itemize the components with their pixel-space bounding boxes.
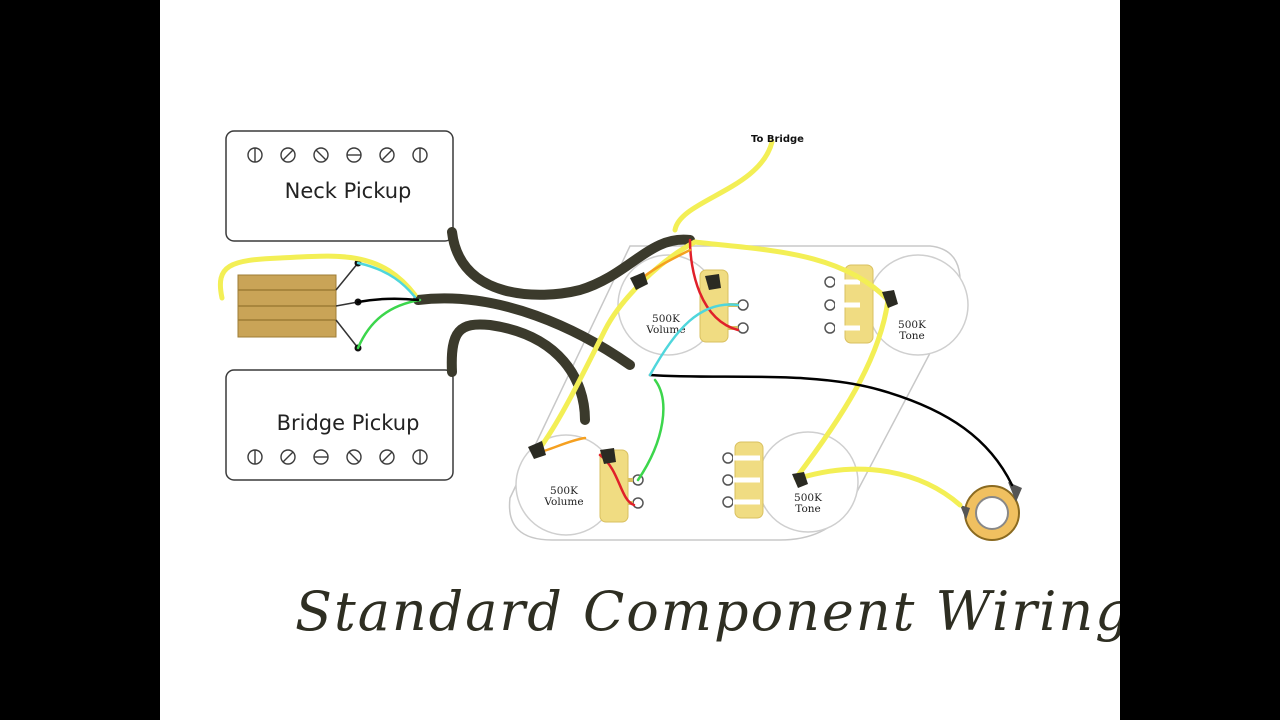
switch-ground-loop-wire (218, 253, 418, 301)
solder-joints (528, 272, 898, 488)
tone-ground-wire (793, 297, 891, 481)
bridge-tone-capacitor (722, 441, 764, 519)
wiring-diagram: 500K Volume 500K Tone 500K Volume 500K T… (218, 130, 1120, 643)
bridge-tone-value: 500K (794, 492, 822, 504)
switch-output-cable (413, 293, 635, 370)
bridge-pickup: Bridge Pickup (225, 369, 454, 481)
neck-tone-value: 500K (898, 319, 926, 331)
yellow-wires (218, 139, 963, 508)
diagram-title: Standard Component Wiring (295, 580, 1120, 643)
output-jack (960, 482, 1022, 541)
black-switch-wire (356, 297, 420, 304)
bridge-tone-pot (757, 431, 859, 533)
output-hot-wire (797, 466, 963, 508)
bridge-pickup-screws (247, 449, 428, 465)
to-bridge-ground-wire (672, 139, 775, 233)
green-wire (356, 298, 665, 482)
neck-tone-type: Tone (899, 330, 925, 342)
neck-pickup: Neck Pickup (225, 130, 454, 242)
braided-cables (413, 227, 695, 425)
bridge-volume-capacitor (599, 449, 644, 523)
bridge-volume-value: 500K (550, 485, 578, 497)
bridge-pickup-label: Bridge Pickup (277, 411, 420, 435)
bridge-volume-type: Volume (543, 496, 583, 508)
to-bridge-label: To Bridge (751, 134, 804, 145)
cavity-ground-wire-2 (692, 239, 891, 303)
cyan-wire (356, 261, 740, 377)
neck-volume-type: Volume (645, 324, 685, 336)
bridge-tone-type: Tone (795, 503, 821, 515)
control-cavity-outline (508, 245, 961, 541)
bridge-pickup-cable (446, 319, 590, 425)
neck-volume-value: 500K (652, 313, 680, 325)
diagram-canvas: 500K Volume 500K Tone 500K Volume 500K T… (160, 0, 1120, 720)
neck-pickup-cable (447, 227, 695, 300)
neck-tone-capacitor (824, 264, 874, 344)
neck-pickup-screws (247, 147, 428, 163)
neck-pickup-label: Neck Pickup (285, 179, 412, 203)
output-ground-wire (648, 373, 1014, 487)
toggle-switch (237, 259, 362, 352)
